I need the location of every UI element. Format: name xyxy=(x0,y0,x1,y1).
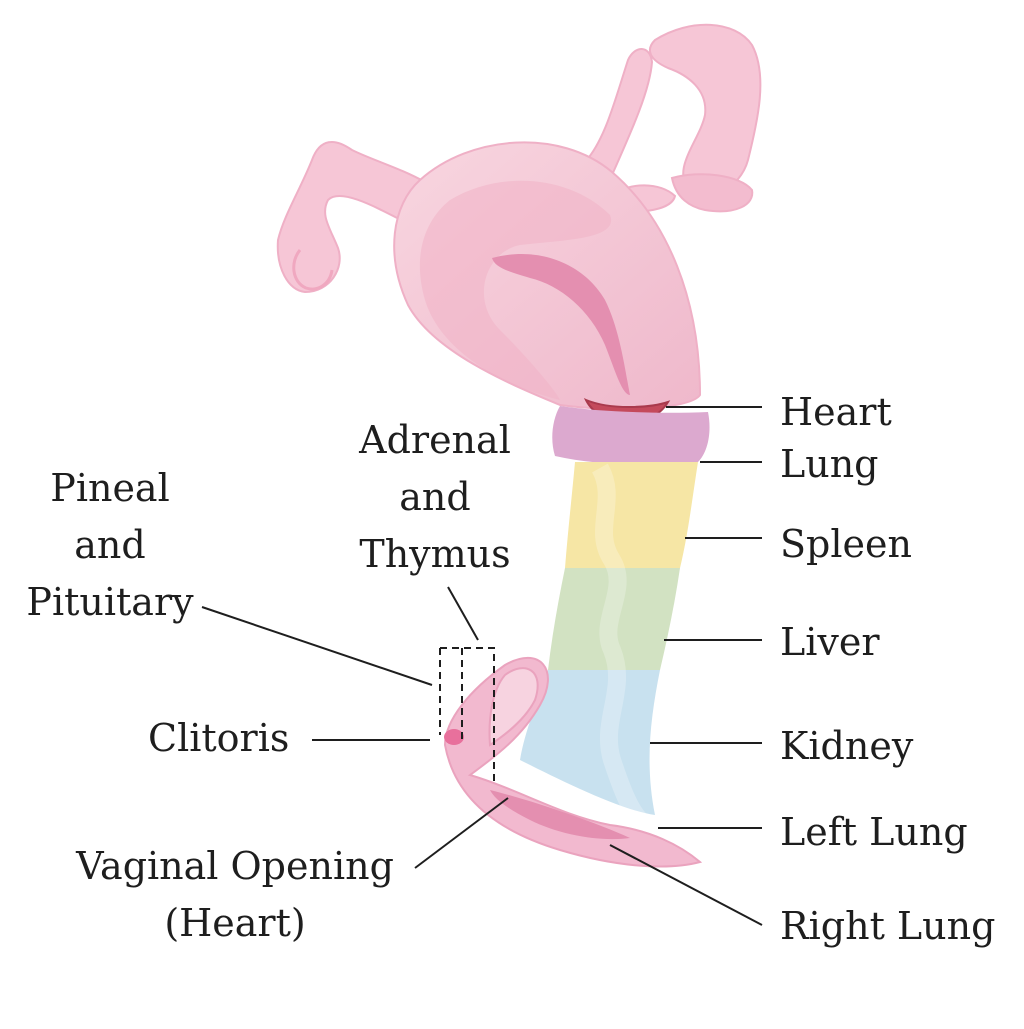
label-adrenal-thymus: Adrenal and Thymus xyxy=(335,412,535,583)
label-heart: Heart xyxy=(780,390,892,434)
label-pineal-line1: Pineal xyxy=(50,466,170,510)
leader-pineal xyxy=(201,606,433,686)
leader-adrenal xyxy=(447,586,479,641)
vulva xyxy=(443,656,703,868)
label-pineal-line3: Pituitary xyxy=(26,580,194,624)
label-lung: Lung xyxy=(780,442,879,486)
label-kidney: Kidney xyxy=(780,724,914,768)
lung-band xyxy=(552,406,710,465)
label-pineal-pituitary: Pineal and Pituitary xyxy=(10,460,210,631)
label-vaginal-opening: Vaginal Opening (Heart) xyxy=(60,838,410,952)
label-right-lung: Right Lung xyxy=(780,904,996,948)
label-clitoris: Clitoris xyxy=(148,716,290,760)
leader-vaginal xyxy=(414,797,509,869)
label-adrenal-line2: and xyxy=(399,475,471,519)
leader-right-lung xyxy=(609,844,763,926)
label-spleen: Spleen xyxy=(780,522,912,566)
label-vaginal-line2: (Heart) xyxy=(164,901,306,945)
label-pineal-line2: and xyxy=(74,523,146,567)
left-fallopian-tube xyxy=(276,141,427,294)
label-adrenal-line3: Thymus xyxy=(359,532,511,576)
label-left-lung: Left Lung xyxy=(780,810,968,854)
label-liver: Liver xyxy=(780,620,880,664)
uterus xyxy=(393,141,702,410)
vaginal-canal xyxy=(520,462,698,827)
clitoris-mark xyxy=(444,729,464,745)
label-adrenal-line1: Adrenal xyxy=(359,418,511,462)
leader-lines xyxy=(201,406,763,926)
adrenal-thymus-dashed-box xyxy=(439,647,495,782)
label-vaginal-line1: Vaginal Opening xyxy=(76,844,394,888)
